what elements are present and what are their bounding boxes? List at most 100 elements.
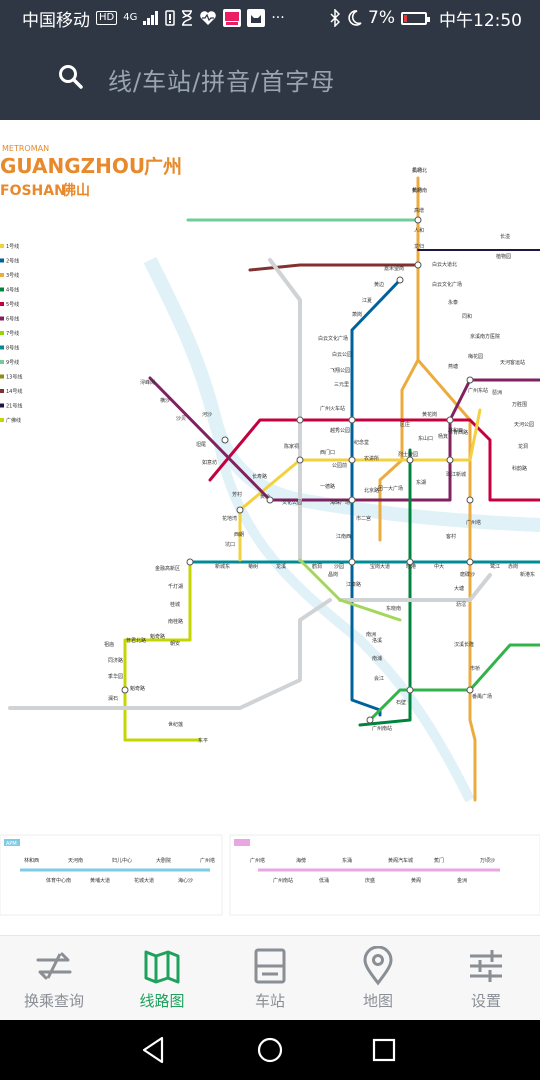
- station-label[interactable]: 高增: [414, 207, 424, 214]
- line13-station-label[interactable]: 黄阁: [411, 877, 421, 884]
- station-label[interactable]: 坦尾: [196, 441, 206, 448]
- station-label[interactable]: 江南西: [336, 533, 351, 540]
- line13-station-label[interactable]: 庆盛: [365, 877, 375, 884]
- station-label[interactable]: 南洲: [366, 631, 376, 638]
- station-label[interactable]: 北京路: [364, 487, 379, 494]
- station-label[interactable]: 同和: [462, 313, 472, 320]
- station-label[interactable]: 广州南站: [372, 725, 392, 732]
- line13-station-label[interactable]: 蕉门: [434, 857, 444, 864]
- station-label[interactable]: 黄沙: [260, 493, 270, 500]
- station-label[interactable]: 昌岗: [328, 572, 338, 578]
- recent-apps-icon[interactable]: [368, 1034, 400, 1066]
- station-label[interactable]: 大塘: [454, 585, 464, 592]
- station-label[interactable]: 西朗: [234, 531, 244, 538]
- tab-stations[interactable]: 车站: [216, 936, 324, 1021]
- station-label[interactable]: 广州火车站: [320, 405, 345, 412]
- line13-station-label[interactable]: 金洲: [457, 877, 467, 884]
- tab-map[interactable]: 地图: [324, 936, 432, 1021]
- station-label[interactable]: 员村: [412, 167, 422, 174]
- station-label[interactable]: 江泰路: [346, 581, 361, 588]
- station-label[interactable]: 鹤洞: [312, 563, 322, 570]
- station-label[interactable]: 杨箕: [438, 433, 448, 440]
- station-label[interactable]: 白云大道北: [432, 261, 457, 268]
- search-bar[interactable]: 线/车站/拼音/首字母: [0, 36, 540, 120]
- station-label[interactable]: 会江: [374, 675, 384, 682]
- station-label[interactable]: 白云文化广场: [318, 335, 348, 342]
- tab-transfer-query[interactable]: 换乘查询: [0, 936, 108, 1021]
- search-icon[interactable]: [58, 64, 84, 90]
- station-label[interactable]: 机场北: [412, 167, 427, 174]
- apm-station-label[interactable]: 天河南: [68, 857, 83, 864]
- station-label[interactable]: 中大: [434, 563, 444, 570]
- line-guangfo[interactable]: [123, 558, 202, 742]
- line13-station-label[interactable]: 低涌: [319, 877, 329, 884]
- station-label[interactable]: 魁奇路: [130, 685, 145, 692]
- station-label[interactable]: 金融高新区: [155, 565, 180, 572]
- station-label[interactable]: 公园前: [332, 462, 347, 469]
- station-label[interactable]: 桂城: [170, 601, 180, 608]
- station-label[interactable]: 黄花岗: [422, 411, 437, 418]
- station-label[interactable]: 祖庙: [104, 641, 114, 648]
- station-label[interactable]: 龙洞: [518, 443, 528, 450]
- station-label[interactable]: 磨碟沙: [460, 571, 475, 578]
- station-label[interactable]: 东山口: [418, 435, 433, 442]
- station-label[interactable]: 菊树: [248, 563, 258, 570]
- station-label[interactable]: 广州东站: [468, 387, 488, 394]
- home-icon[interactable]: [254, 1034, 286, 1066]
- station-label[interactable]: 农讲所: [364, 455, 379, 462]
- search-input[interactable]: 线/车站/拼音/首字母: [108, 68, 336, 96]
- station-label[interactable]: 文化公园: [282, 499, 302, 506]
- apm-station-label[interactable]: 林和西: [24, 857, 39, 864]
- station-label[interactable]: 横沙: [160, 397, 170, 404]
- station-label[interactable]: 西门口: [320, 449, 335, 456]
- station-label[interactable]: 澜石: [108, 695, 118, 702]
- line13-station-label[interactable]: 海傍: [296, 857, 306, 864]
- station-label[interactable]: 燕塘: [448, 363, 458, 370]
- apm-station-label[interactable]: 体育中心南: [46, 877, 71, 884]
- apm-station-label[interactable]: 妇儿中心: [112, 857, 132, 864]
- station-label[interactable]: 区庄: [400, 421, 410, 428]
- station-label[interactable]: 鹭江: [490, 563, 500, 570]
- station-label[interactable]: 黄边: [374, 281, 384, 288]
- station-label[interactable]: 东晓南: [386, 605, 401, 612]
- station-label[interactable]: 芳村: [232, 491, 242, 498]
- station-label[interactable]: 天河客运站: [500, 359, 525, 366]
- station-label[interactable]: 新港东: [520, 571, 535, 578]
- station-label[interactable]: 琶洲: [492, 390, 502, 396]
- station-label[interactable]: 机场南: [412, 187, 427, 194]
- station-label[interactable]: 长寿路: [252, 473, 267, 480]
- station-label[interactable]: 如意坊: [202, 459, 217, 466]
- station-label[interactable]: 东湖: [416, 479, 426, 486]
- station-label[interactable]: 长湴: [500, 233, 510, 240]
- station-label[interactable]: 汉溪长隆: [454, 641, 474, 648]
- station-label[interactable]: 新城东: [215, 563, 230, 570]
- back-icon[interactable]: [138, 1034, 170, 1066]
- tab-settings[interactable]: 设置: [432, 936, 540, 1021]
- station-label[interactable]: 南浦: [372, 655, 382, 662]
- line-5[interactable]: [208, 418, 540, 502]
- station-label[interactable]: 白云公园: [332, 351, 352, 358]
- line-1[interactable]: [238, 408, 482, 562]
- station-label[interactable]: 宝岗大道: [370, 563, 390, 570]
- line-14[interactable]: [248, 263, 420, 272]
- station-label[interactable]: 石壁: [396, 699, 406, 706]
- station-label[interactable]: 三元里: [334, 382, 349, 388]
- station-label[interactable]: 陈家祠: [284, 443, 299, 450]
- station-label[interactable]: 永泰: [448, 299, 458, 306]
- station-label[interactable]: 越秀公园: [330, 427, 350, 434]
- station-label[interactable]: 白云文化广场: [432, 281, 462, 288]
- apm-station-label[interactable]: 广州塔: [200, 857, 215, 864]
- station-label[interactable]: 花地湾: [222, 515, 237, 522]
- station-label[interactable]: 烈士陵园: [398, 451, 418, 458]
- station-label[interactable]: 南桂路: [168, 618, 183, 625]
- station-label[interactable]: 天河公园: [514, 421, 534, 428]
- line13-station-label[interactable]: 东涌: [342, 857, 352, 864]
- station-label[interactable]: 客村: [446, 533, 456, 540]
- apm-station-label[interactable]: 黄埔大道: [90, 877, 110, 884]
- station-label[interactable]: 体育西路: [448, 429, 468, 436]
- station-label[interactable]: 林和西: [448, 427, 463, 434]
- apm-station-label[interactable]: 花城大道: [134, 877, 154, 884]
- line-tram[interactable]: [298, 558, 402, 622]
